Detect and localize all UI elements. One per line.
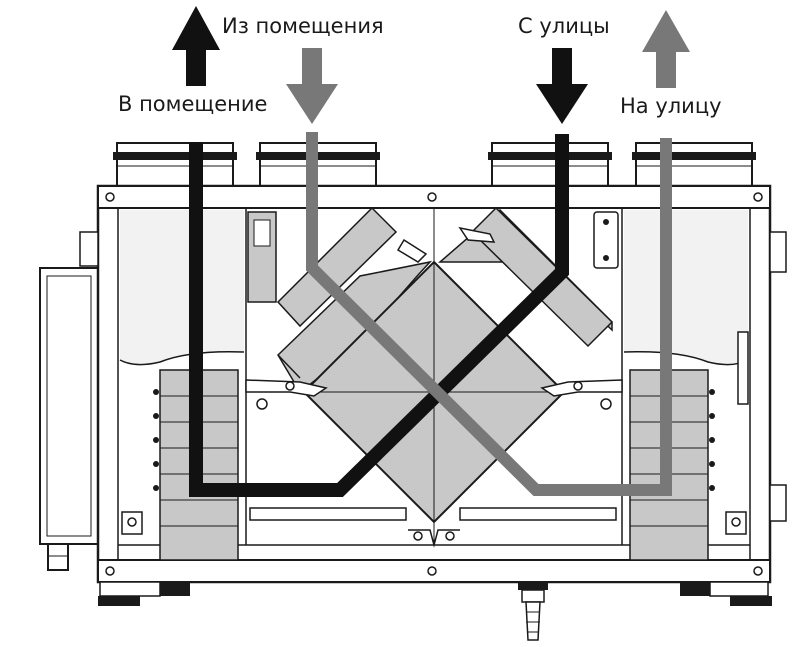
duct-spigot-room-supply [113,142,237,189]
exhaust-air-path [306,132,672,496]
unit-feet [98,581,772,606]
right-compartment [593,210,787,522]
label-from-room: Из помещения [222,14,384,38]
left-compartment [79,210,277,366]
latch-handles [245,226,623,410]
arrow-up-to-room [172,6,220,86]
arrow-up-to-street [642,10,690,88]
drain-tray [249,507,617,548]
label-to-street: На улицу [620,94,722,118]
label-to-room: В помещение [118,92,268,116]
label-from-street: С улицы [518,14,610,38]
control-box [39,267,99,571]
duct-spigot-street-exhaust [632,142,756,189]
drain-outlet [518,582,548,641]
duct-spigot-street-intake [488,142,612,189]
arrow-down-from-room [286,48,338,124]
supply-air-path [189,134,569,497]
arrow-down-from-street [536,48,588,124]
